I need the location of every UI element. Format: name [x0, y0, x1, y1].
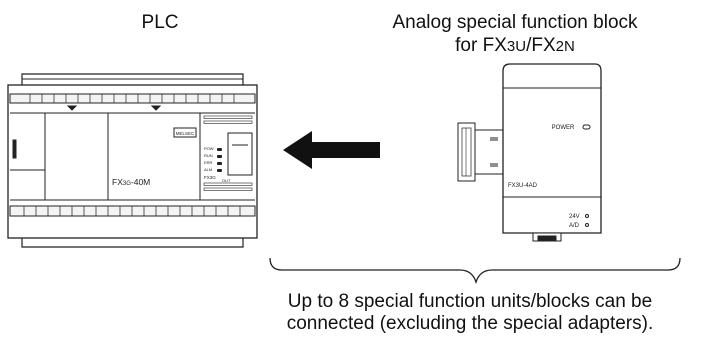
plc-title: PLC	[141, 12, 179, 33]
plc-unit	[7, 73, 258, 248]
led-label-alm: ALM	[204, 167, 212, 172]
plc-brand-label: MELSEC	[176, 131, 195, 136]
block-title: Analog special function block	[392, 12, 638, 33]
block-subtitle: for FX3U/FX2N	[455, 35, 575, 56]
io-dot-grid	[203, 115, 253, 191]
caption-line-2: connected (excluding the special adapter…	[286, 313, 654, 334]
block-model-label: FX3U-4AD	[508, 183, 538, 189]
plc-out-label: OUT	[222, 178, 231, 183]
ad-label: A/D	[569, 223, 580, 229]
analog-block-unit	[457, 63, 602, 242]
arrow-left-icon	[283, 131, 380, 169]
top-terminal-screws	[29, 94, 235, 103]
led-indicators	[217, 148, 222, 172]
v24-label: 24V	[569, 214, 580, 220]
led-label-run: RUN	[204, 153, 213, 158]
brace-icon	[269, 257, 681, 285]
caption-line-1: Up to 8 special function units/blocks ca…	[287, 291, 653, 312]
plc-side-label: FX3G	[204, 175, 216, 180]
power-led-label: POWER	[552, 125, 575, 131]
led-label-pow: POW	[204, 146, 214, 151]
plc-model-label: FX3G-40M	[112, 177, 150, 187]
led-label-err: ERR	[204, 160, 213, 165]
